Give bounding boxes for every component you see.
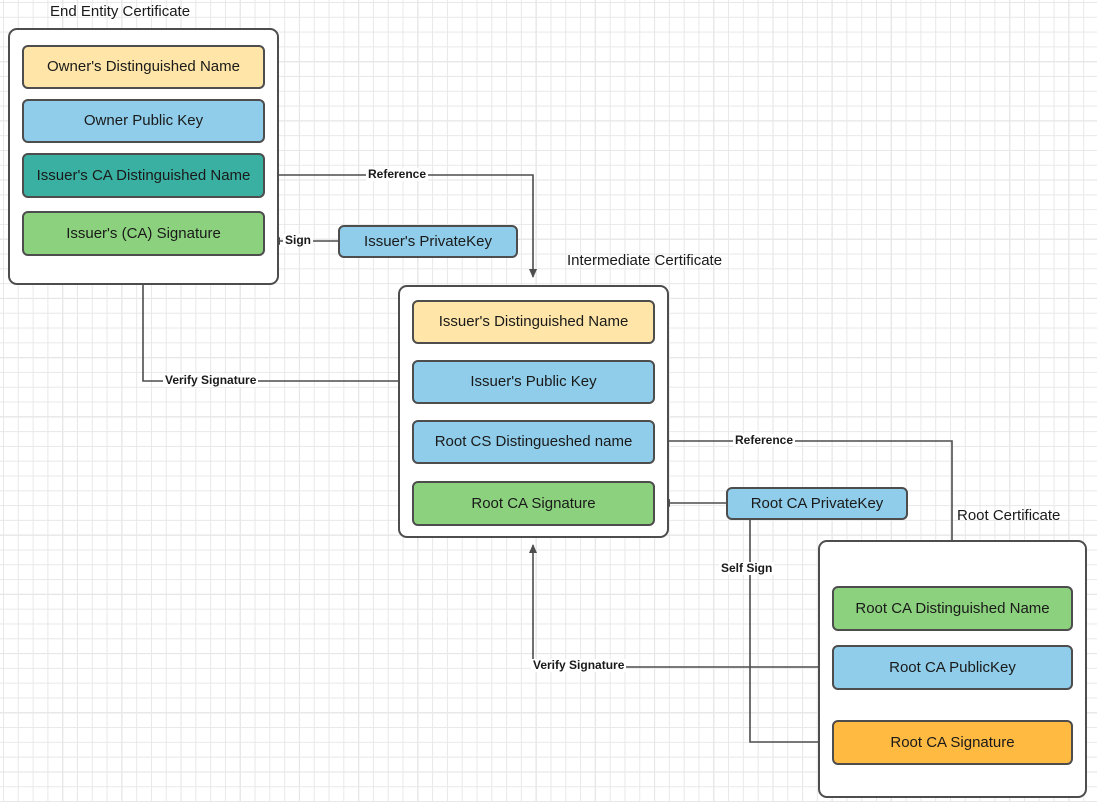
field-root-cs-distinguished-name[interactable]: Root CS Distingueshed name <box>412 420 655 464</box>
field-issuers-ca-distinguished-name[interactable]: Issuer's CA Distinguished Name <box>22 153 265 198</box>
edge-verify-signature-bottom <box>529 544 832 668</box>
edge-label-sign: Sign <box>283 233 313 247</box>
group-title-end-entity: End Entity Certificate <box>50 3 191 20</box>
field-root-ca-publickey[interactable]: Root CA PublicKey <box>832 645 1073 690</box>
edge-label-reference-bottom: Reference <box>733 433 796 447</box>
key-issuers-privatekey[interactable]: Issuer's PrivateKey <box>338 225 518 258</box>
field-root-ca-signature[interactable]: Root CA Signature <box>832 720 1073 765</box>
edge-label-self-sign: Self Sign <box>719 561 775 575</box>
edge-self-sign <box>749 520 827 746</box>
edge-label-verify-signature-top: Verify Signature <box>163 373 259 387</box>
edge-label-verify-signature-bottom: Verify Signature <box>531 658 627 672</box>
key-root-ca-privatekey[interactable]: Root CA PrivateKey <box>726 487 908 520</box>
field-owner-distinguished-name[interactable]: Owner's Distinguished Name <box>22 45 265 89</box>
field-intermediate-root-ca-signature[interactable]: Root CA Signature <box>412 481 655 526</box>
group-title-root: Root Certificate <box>957 507 1061 524</box>
field-issuers-ca-signature[interactable]: Issuer's (CA) Signature <box>22 211 265 256</box>
field-root-ca-distinguished-name[interactable]: Root CA Distinguished Name <box>832 586 1073 631</box>
field-owner-public-key[interactable]: Owner Public Key <box>22 99 265 143</box>
field-issuers-public-key[interactable]: Issuer's Public Key <box>412 360 655 404</box>
edge-label-reference-top: Reference <box>366 167 429 181</box>
group-title-intermediate: Intermediate Certificate <box>567 252 723 269</box>
field-issuers-distinguished-name[interactable]: Issuer's Distinguished Name <box>412 300 655 344</box>
